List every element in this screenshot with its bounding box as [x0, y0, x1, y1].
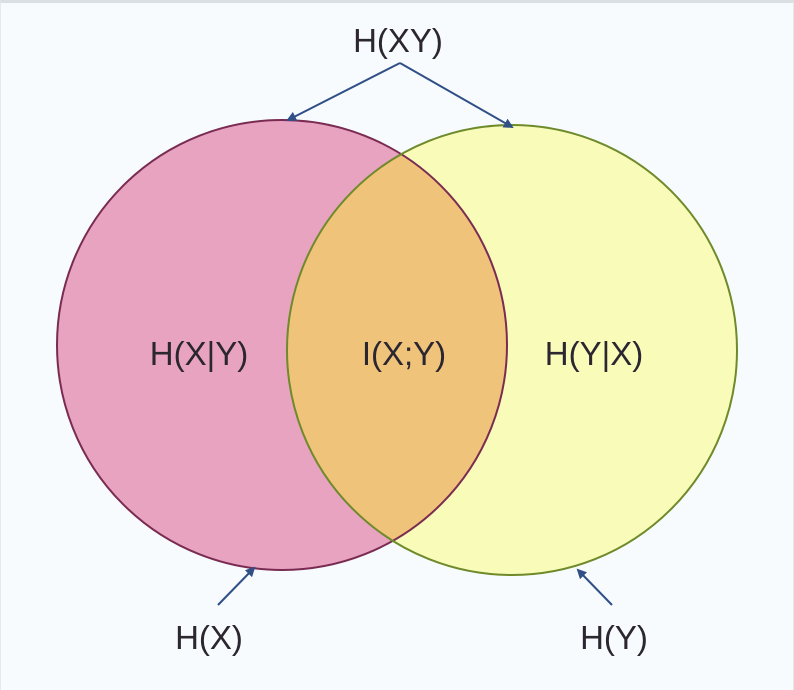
arrow-joint-to-hx: [286, 62, 401, 121]
arrow-hy-to-circle: [576, 568, 613, 606]
label-conditional-y-given-x: H(Y|X): [545, 335, 643, 372]
arrow-joint-to-hy: [399, 62, 514, 128]
circle-hx-outline: [56, 119, 508, 571]
label-mutual-information: I(X;Y): [362, 335, 446, 372]
arrow-hx-to-circle: [217, 566, 256, 606]
overlap-region: [287, 125, 507, 570]
label-entropy-y: H(Y): [580, 619, 648, 656]
label-joint-entropy: H(XY): [353, 22, 443, 59]
label-entropy-x: H(X): [175, 619, 243, 656]
label-conditional-x-given-y: H(X|Y): [150, 335, 248, 372]
